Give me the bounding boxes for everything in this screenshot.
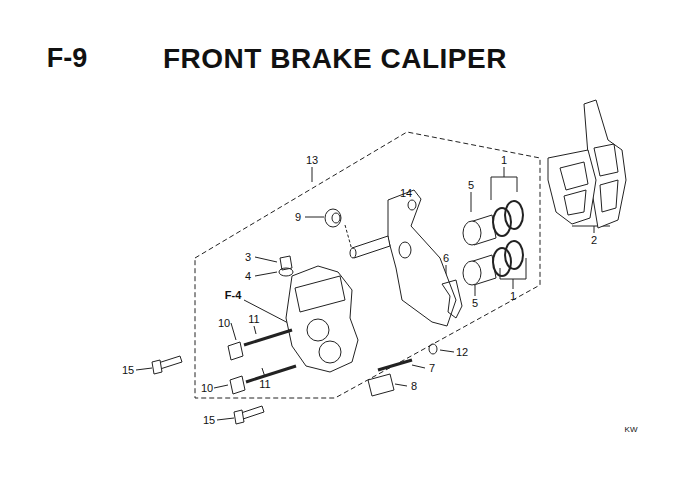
washer — [429, 344, 437, 354]
grommet — [325, 209, 341, 227]
brake-pad — [600, 180, 618, 212]
callout-number: 11 — [259, 379, 270, 390]
callout-number: 10 — [201, 383, 213, 394]
caliper-pin — [246, 366, 296, 382]
callout-number: 4 — [245, 271, 251, 282]
leader-line — [412, 365, 425, 368]
pad-spring — [442, 280, 462, 318]
callout-number: 6 — [443, 253, 449, 264]
callout-number: KW — [625, 426, 638, 434]
leader-line — [136, 368, 152, 370]
piston-seal — [505, 241, 523, 269]
leader-line — [214, 385, 228, 388]
leader-line — [517, 177, 518, 192]
callout-number: 8 — [411, 381, 417, 392]
callout-number: 1 — [501, 155, 507, 166]
leader-line — [504, 167, 505, 177]
caliper-body — [319, 341, 341, 363]
piston-seal — [505, 201, 523, 229]
callout-number: F-4 — [225, 290, 242, 301]
caliper-body — [307, 319, 329, 341]
callout-number: 15 — [122, 365, 134, 376]
section-code: F-9 — [47, 45, 88, 72]
leader-line — [491, 177, 492, 200]
guide-line — [345, 225, 352, 250]
bolt — [152, 360, 162, 374]
callout-number: 15 — [203, 415, 215, 426]
brake-pad — [560, 162, 588, 190]
assembly-outline — [195, 132, 540, 398]
pin-boot — [230, 376, 245, 394]
caliper-body — [295, 276, 345, 312]
piston — [463, 221, 481, 245]
callout-number: 7 — [429, 363, 435, 374]
caliper-body — [286, 266, 358, 372]
callout-number: 11 — [248, 314, 259, 325]
callout-number: 5 — [472, 298, 478, 309]
leader-line — [255, 257, 277, 262]
leader-line — [491, 177, 517, 178]
diagram-title: FRONT BRAKE CALIPER — [163, 45, 507, 73]
leader-line — [244, 300, 292, 325]
callout-number: 5 — [468, 180, 474, 191]
callout-number: 3 — [245, 252, 251, 263]
callout-number: 12 — [456, 347, 468, 358]
leader-line — [255, 272, 277, 276]
piston-seal — [493, 208, 511, 236]
pin-boot — [228, 342, 243, 360]
leader-line — [500, 268, 501, 279]
bracket-hole — [408, 200, 416, 210]
leader-line — [471, 192, 472, 212]
leader-line — [254, 326, 256, 334]
leader-line — [395, 384, 407, 386]
leader-line — [217, 418, 234, 420]
leader-line — [513, 279, 514, 289]
leader-line — [500, 279, 526, 280]
callout-number: 9 — [295, 212, 301, 223]
bracket-hole — [399, 242, 411, 258]
leader-line — [312, 167, 313, 182]
grommet — [332, 213, 340, 223]
brake-pad — [594, 144, 618, 176]
leader-line — [305, 217, 324, 218]
callout-number: 14 — [400, 188, 412, 199]
piston-seal — [493, 248, 511, 276]
bolt — [234, 410, 244, 424]
callout-number: 13 — [306, 155, 318, 166]
bleeder-cap — [279, 268, 293, 276]
callout-number: 10 — [218, 318, 230, 329]
callout-number: 2 — [591, 235, 597, 246]
caliper-bracket — [388, 190, 456, 326]
pin-boot — [368, 374, 394, 396]
slide-pin — [378, 360, 412, 370]
leader-line — [594, 226, 595, 233]
leader-line — [440, 350, 454, 352]
brake-pad — [564, 190, 586, 215]
leader-line — [231, 323, 236, 340]
brake-pad — [548, 150, 596, 224]
piston — [463, 261, 481, 285]
callout-number: 1 — [510, 291, 516, 302]
leader-line — [526, 258, 527, 279]
slide-pin — [352, 236, 390, 258]
slide-pin — [350, 248, 356, 258]
caliper-pin — [244, 330, 292, 345]
